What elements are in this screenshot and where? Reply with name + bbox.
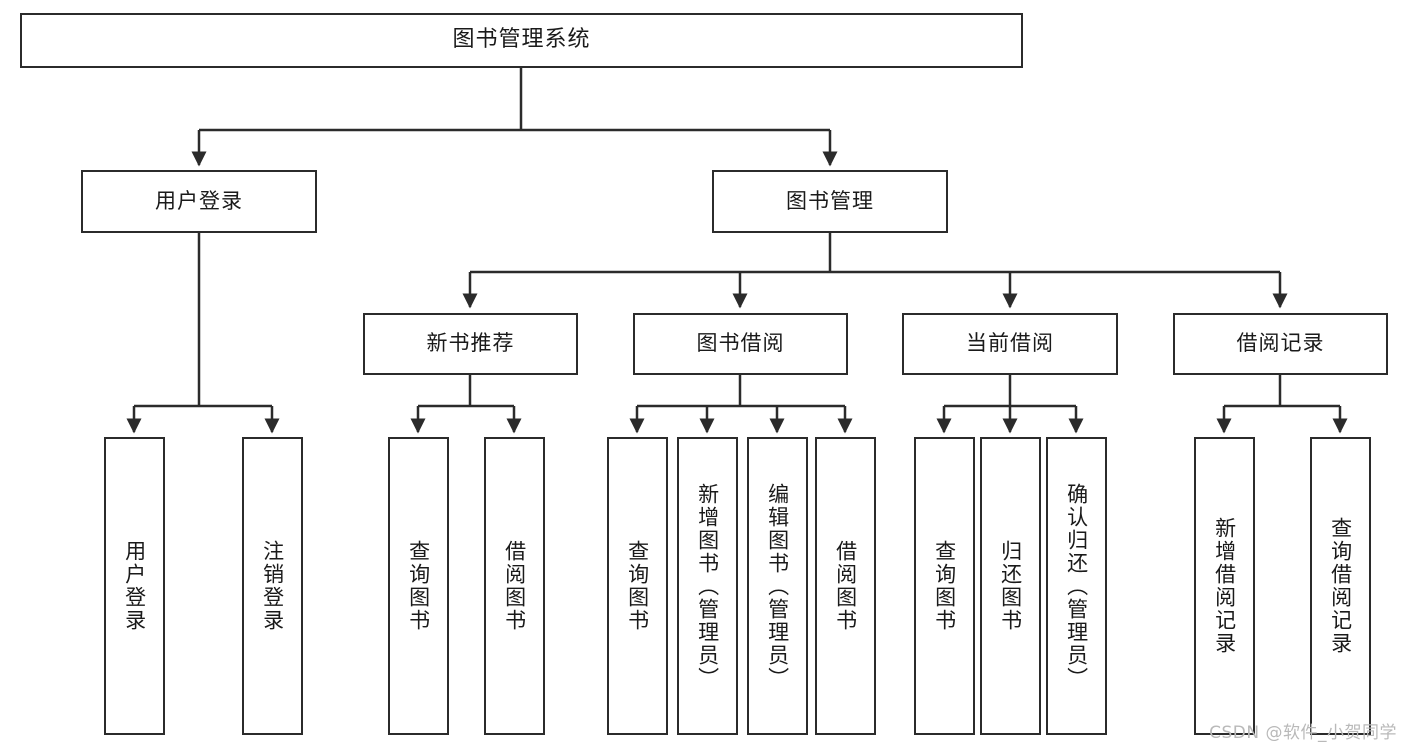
- node-leaf-query-book-3[interactable]: 查询图书: [914, 437, 975, 735]
- node-leaf-query-book-1[interactable]: 查询图书: [388, 437, 449, 735]
- node-label: 编辑图书（管理员）: [765, 482, 790, 690]
- node-leaf-logout-login[interactable]: 注销登录: [242, 437, 303, 735]
- node-borrow-record[interactable]: 借阅记录: [1173, 313, 1388, 375]
- node-label: 图书管理: [786, 188, 874, 213]
- node-label: 新增图书（管理员）: [695, 482, 720, 690]
- node-leaf-edit-book[interactable]: 编辑图书（管理员）: [747, 437, 808, 735]
- node-book-management[interactable]: 图书管理: [712, 170, 948, 233]
- node-label: 借阅记录: [1236, 331, 1325, 356]
- node-label: 新增借阅记录: [1212, 517, 1237, 655]
- node-label: 图书管理系统: [452, 27, 591, 53]
- node-label: 查询图书: [625, 540, 650, 632]
- node-label: 归还图书: [998, 540, 1023, 632]
- node-user-login[interactable]: 用户登录: [81, 170, 317, 233]
- node-leaf-user-login[interactable]: 用户登录: [104, 437, 165, 735]
- node-leaf-return-book[interactable]: 归还图书: [980, 437, 1041, 735]
- node-label: 注销登录: [260, 540, 285, 632]
- node-new-book-recommend[interactable]: 新书推荐: [363, 313, 578, 375]
- node-label: 确认归还（管理员）: [1064, 482, 1089, 690]
- node-label: 借阅图书: [833, 540, 858, 632]
- node-label: 查询图书: [406, 540, 431, 632]
- node-label: 查询借阅记录: [1328, 517, 1353, 655]
- node-leaf-add-record[interactable]: 新增借阅记录: [1194, 437, 1255, 735]
- watermark-text: CSDN @软件_小贺同学: [1209, 723, 1397, 743]
- node-label: 图书借阅: [696, 331, 785, 356]
- node-leaf-borrow-book-1[interactable]: 借阅图书: [484, 437, 545, 735]
- node-label: 当前借阅: [966, 331, 1054, 356]
- node-label: 用户登录: [122, 540, 147, 632]
- node-root-system[interactable]: 图书管理系统: [20, 13, 1023, 68]
- node-label: 用户登录: [155, 188, 243, 213]
- node-leaf-confirm-return[interactable]: 确认归还（管理员）: [1046, 437, 1107, 735]
- node-label: 新书推荐: [426, 331, 515, 356]
- node-book-borrow[interactable]: 图书借阅: [633, 313, 848, 375]
- node-leaf-query-book-2[interactable]: 查询图书: [607, 437, 668, 735]
- node-label: 查询图书: [932, 540, 957, 632]
- node-label: 借阅图书: [502, 540, 527, 632]
- node-current-borrow[interactable]: 当前借阅: [902, 313, 1118, 375]
- node-leaf-query-record[interactable]: 查询借阅记录: [1310, 437, 1371, 735]
- node-leaf-borrow-book-2[interactable]: 借阅图书: [815, 437, 876, 735]
- node-leaf-add-book[interactable]: 新增图书（管理员）: [677, 437, 738, 735]
